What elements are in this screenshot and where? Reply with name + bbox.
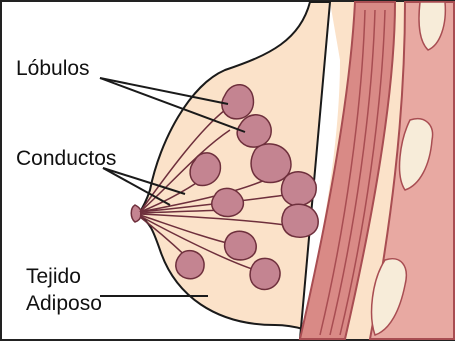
- lobule: [250, 258, 280, 289]
- label-conductos: Conductos: [16, 148, 116, 169]
- label-adiposo: Adiposo: [26, 293, 102, 314]
- label-tejido: Tejido: [26, 266, 81, 287]
- lobule: [281, 172, 316, 206]
- lobule: [225, 231, 257, 260]
- lobule: [212, 188, 244, 216]
- lobule: [251, 144, 291, 183]
- label-lobulos: Lóbulos: [16, 58, 90, 79]
- lobule: [282, 204, 318, 237]
- lobule: [176, 251, 204, 279]
